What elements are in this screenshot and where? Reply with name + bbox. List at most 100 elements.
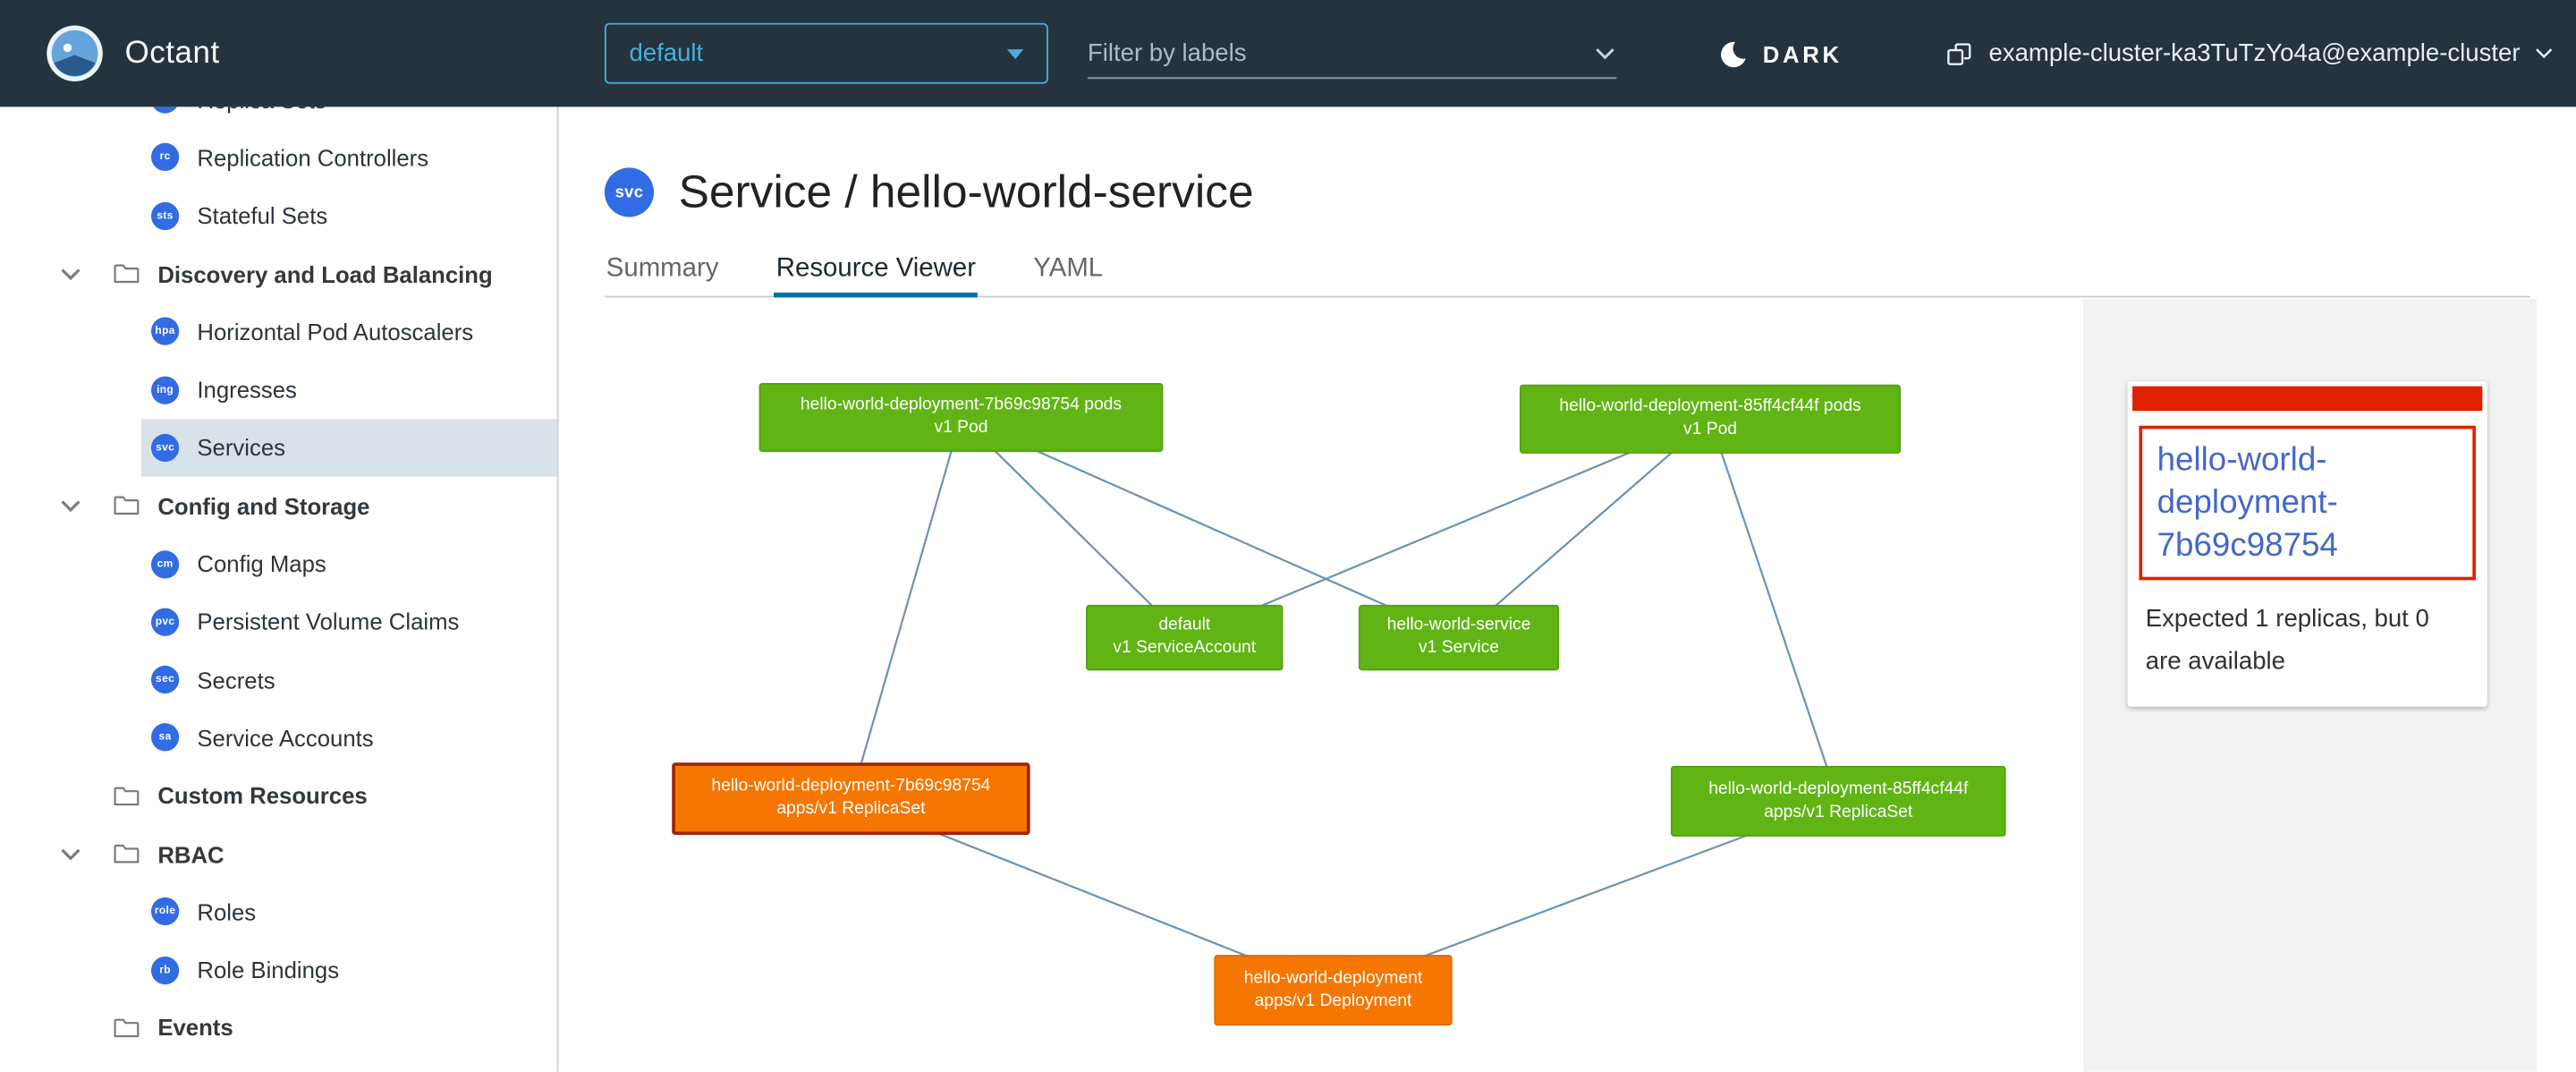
sidebar-item-events[interactable]: Events xyxy=(0,999,557,1057)
stateful-sets-icon: sts xyxy=(150,201,180,230)
sidebar-item-ingresses[interactable]: ing Ingresses xyxy=(0,361,557,419)
sidebar-item-config-maps[interactable]: cm Config Maps xyxy=(0,535,557,593)
node-title: hello-world-deployment-7b69c98754 xyxy=(711,776,991,796)
role-bindings-icon: rb xyxy=(150,956,180,984)
roles-icon: role xyxy=(150,898,180,926)
ingresses-icon: ing xyxy=(150,375,180,404)
sidebar-item-service-accounts[interactable]: sa Service Accounts xyxy=(0,709,557,767)
service-icon: svc xyxy=(604,167,655,217)
sidebar-item-label: Roles xyxy=(197,898,257,925)
namespace-selector[interactable]: default xyxy=(604,22,1048,84)
status-message: Expected 1 replicas, but 0 are available xyxy=(2145,604,2429,676)
sidebar-item-horizontal-pod-autoscalers[interactable]: hpa Horizontal Pod Autoscalers xyxy=(0,302,557,361)
chevron-down-icon[interactable] xyxy=(1594,46,1617,61)
namespace-value: default xyxy=(629,39,704,68)
chevron-down-icon xyxy=(61,847,80,860)
sidebar-item-label: Config and Storage xyxy=(157,492,370,519)
sidebar-item-label: Replica Sets xyxy=(197,106,326,113)
sidebar-item-label: Events xyxy=(157,1014,233,1042)
sidebar-item-label: Config Maps xyxy=(197,550,326,577)
node-subtitle: v1 ServiceAccount xyxy=(1113,637,1257,658)
tab-bar: Summary Resource Viewer YAML xyxy=(604,245,2530,298)
replica-sets-icon: rs xyxy=(150,106,180,114)
label-filter xyxy=(1087,28,1617,80)
sidebar-item-discovery-and-load-balancing[interactable]: Discovery and Load Balancing xyxy=(0,244,557,302)
horizontal-pod-autoscalers-icon: hpa xyxy=(150,318,180,346)
folder-icon xyxy=(114,264,140,284)
sidebar-item-label: Discovery and Load Balancing xyxy=(157,260,493,287)
cluster-icon xyxy=(1946,42,1970,64)
status-accent-bar xyxy=(2132,386,2483,412)
sidebar-item-custom-resources[interactable]: Custom Resources xyxy=(0,767,557,825)
secrets-icon: sec xyxy=(150,666,180,694)
node-title: hello-world-deployment-7b69c98754 pods xyxy=(800,395,1123,415)
page-title: Service / hello-world-service xyxy=(678,166,1254,217)
label-filter-input[interactable] xyxy=(1087,38,1594,67)
sidebar-item-stateful-sets[interactable]: sts Stateful Sets xyxy=(0,187,557,245)
sidebar-item-label: Services xyxy=(197,434,286,462)
chevron-down-icon xyxy=(2536,48,2553,59)
cluster-context-label: example-cluster-ka3TuTzYo4a@example-clus… xyxy=(1988,39,2521,68)
node-subtitle: v1 Pod xyxy=(934,417,988,438)
sidebar-item-replication-controllers[interactable]: rc Replication Controllers xyxy=(0,129,557,187)
moon-icon xyxy=(1721,40,1746,67)
sidebar-item-label: Persistent Volume Claims xyxy=(197,608,460,635)
sidebar-item-config-and-storage[interactable]: Config and Storage xyxy=(0,477,557,535)
sidebar-item-label: Service Accounts xyxy=(197,724,374,752)
config-maps-icon: cm xyxy=(150,549,180,578)
sidebar-item-replica-sets[interactable]: rs Replica Sets xyxy=(0,106,557,128)
sidebar-item-label: Horizontal Pod Autoscalers xyxy=(197,319,474,345)
folder-icon xyxy=(114,787,140,805)
sidebar-nav: rs Replica Sets rc Replication Controllers s… xyxy=(0,106,557,1057)
folder-icon xyxy=(114,1018,140,1037)
selected-resource-link[interactable]: hello-world-deployment-7b69c98754 xyxy=(2157,442,2338,564)
node-title: hello-world-service xyxy=(1386,615,1531,635)
replication-controllers-icon: rc xyxy=(150,143,180,172)
top-header: Octant default DARK example-cluster-ka3T… xyxy=(0,0,2576,107)
sidebar-item-label: Ingresses xyxy=(197,376,297,404)
sidebar-item-label: Replication Controllers xyxy=(197,144,429,171)
node-subtitle: apps/v1 Deployment xyxy=(1254,990,1412,1010)
tab-resource-viewer[interactable]: Resource Viewer xyxy=(774,245,978,298)
octant-logo-icon xyxy=(46,25,103,82)
sidebar-item-rbac[interactable]: RBAC xyxy=(0,825,557,883)
sidebar-item-role-bindings[interactable]: rb Role Bindings xyxy=(0,940,557,999)
sidebar-item-label: RBAC xyxy=(157,840,225,867)
chevron-down-icon xyxy=(1006,48,1024,59)
node-title: default xyxy=(1158,615,1211,635)
chevron-down-icon xyxy=(61,499,80,512)
folder-icon xyxy=(114,496,140,515)
theme-label: DARK xyxy=(1762,39,1843,67)
sidebar-item-label: Stateful Sets xyxy=(197,202,328,229)
tab-summary[interactable]: Summary xyxy=(606,254,719,283)
selected-resource-box: hello-world-deployment-7b69c98754 xyxy=(2139,425,2476,581)
node-title: hello-world-deployment-85ff4cf44f pods xyxy=(1559,396,1861,417)
tab-yaml[interactable]: YAML xyxy=(1033,254,1104,283)
page-header: svc Service / hello-world-service xyxy=(604,166,1254,219)
app-name: Octant xyxy=(124,35,220,71)
chevron-down-icon xyxy=(61,268,80,280)
sidebar: rs Replica Sets rc Replication Controllers s… xyxy=(0,106,559,1072)
detail-panel: hello-world-deployment-7b69c98754 Expect… xyxy=(2082,299,2537,1072)
theme-toggle[interactable]: DARK xyxy=(1718,0,1843,106)
sidebar-item-roles[interactable]: role Roles xyxy=(0,883,557,941)
cluster-context[interactable]: example-cluster-ka3TuTzYo4a@example-clus… xyxy=(1945,0,2553,106)
folder-icon xyxy=(114,844,140,864)
sidebar-item-label: Custom Resources xyxy=(157,782,368,810)
sidebar-item-label: Role Bindings xyxy=(197,957,340,983)
detail-card: hello-world-deployment-7b69c98754 Expect… xyxy=(2127,381,2487,707)
service-accounts-icon: sa xyxy=(150,723,180,753)
node-subtitle: v1 Service xyxy=(1418,637,1500,658)
selected-row-highlight xyxy=(140,418,557,477)
